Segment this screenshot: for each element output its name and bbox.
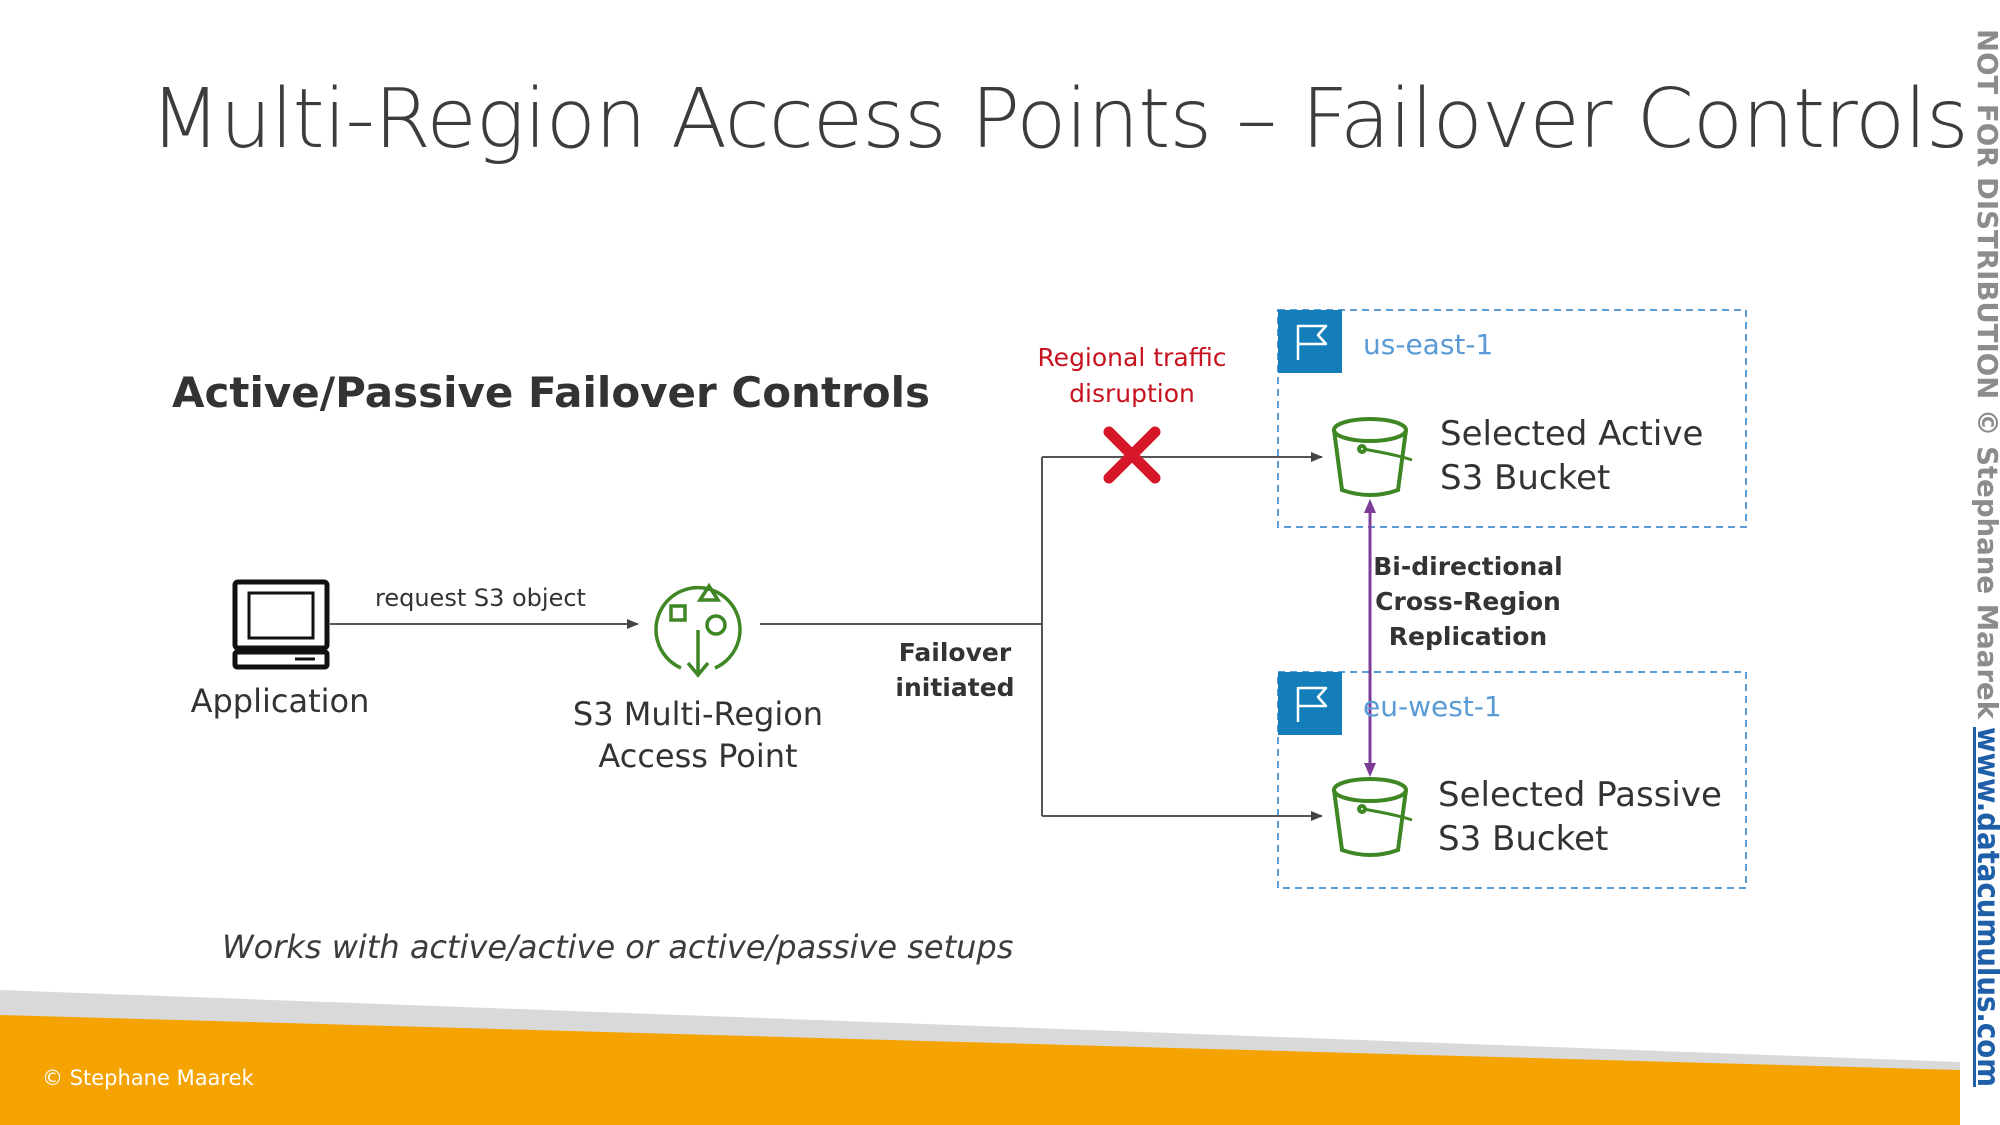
region-flag-icon [1278,310,1342,373]
application-label: Application [190,682,370,720]
region-name-us-east-1: us-east-1 [1363,328,1494,361]
watermark-text: NOT FOR DISTRIBUTION © Stephane Maarek [1971,29,2000,720]
replication-line3: Replication [1388,622,1548,651]
failover-label: Failover initiated [880,635,1030,705]
watermark-link[interactable]: www.datacumulus.com [1970,727,2000,1087]
passive-bucket-line1: Selected Passive [1438,775,1722,815]
access-point-label-line1: S3 Multi-Region [572,695,824,733]
multi-region-access-point-icon [654,582,742,678]
disruption-line2: disruption [1069,379,1195,408]
s3-bucket-icon [1332,417,1413,497]
vertical-watermark: NOT FOR DISTRIBUTION © Stephane Maarek w… [1970,29,2000,1087]
laptop-icon [232,579,330,670]
failover-routing-lines [760,452,1323,821]
disruption-line1: Regional traffic [1037,343,1227,372]
red-x-icon [1103,426,1161,484]
active-bucket-line2: S3 Bucket [1440,458,1611,498]
region-box-eu-west-1 [1277,671,1747,889]
footer-copyright: © Stephane Maarek [42,1066,254,1090]
section-subtitle: Active/Passive Failover Controls [172,368,930,417]
disruption-label: Regional traffic disruption [1022,340,1242,412]
setup-note: Works with active/active or active/passi… [222,928,1014,966]
region-box-us-east-1 [1277,309,1747,528]
region-flag-icon [1278,672,1342,735]
passive-bucket-label: Selected Passive S3 Bucket [1438,773,1722,861]
request-label: request S3 object [375,584,586,612]
replication-line1: Bi-directional [1373,552,1563,581]
active-bucket-line1: Selected Active [1440,414,1704,454]
access-point-label: S3 Multi-Region Access Point [548,695,848,775]
replication-line2: Cross-Region [1375,587,1561,616]
footer-orange-band [0,1015,1960,1125]
active-bucket-label: Selected Active S3 Bucket [1440,412,1703,500]
failover-line2: initiated [895,673,1015,702]
passive-bucket-line2: S3 Bucket [1438,819,1609,859]
failover-line1: Failover [898,638,1012,667]
region-name-eu-west-1: eu-west-1 [1363,690,1502,723]
replication-label: Bi-directional Cross-Region Replication [1368,549,1568,654]
slide-title: Multi-Region Access Points – Failover Co… [150,72,1969,167]
access-point-label-line2: Access Point [598,737,798,775]
s3-bucket-icon [1332,777,1413,857]
